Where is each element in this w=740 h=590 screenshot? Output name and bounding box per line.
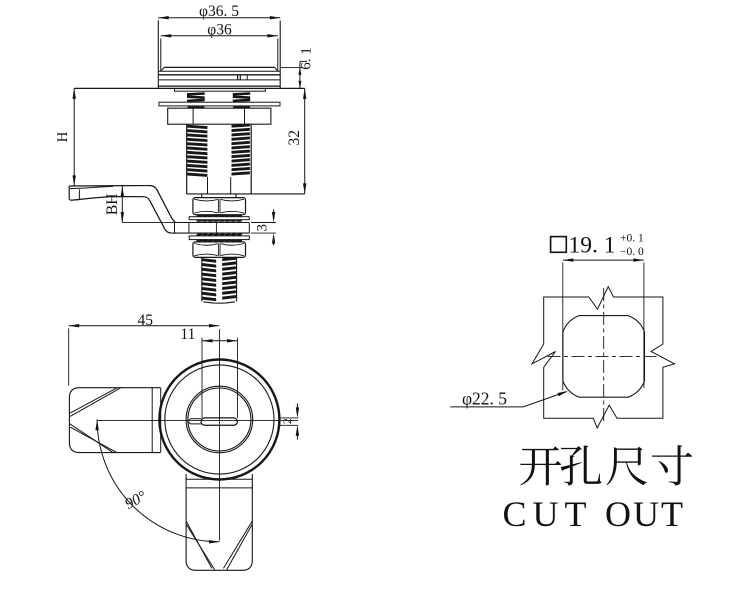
svg-text:BH: BH xyxy=(104,194,121,216)
svg-text:−0. 0: −0. 0 xyxy=(620,246,644,258)
svg-text:45: 45 xyxy=(138,312,154,329)
svg-text:φ36. 5: φ36. 5 xyxy=(199,3,239,20)
svg-text:H: H xyxy=(55,131,71,142)
svg-text:19. 1: 19. 1 xyxy=(569,233,616,259)
svg-text:φ36: φ36 xyxy=(207,21,232,38)
svg-text:+0. 1: +0. 1 xyxy=(620,233,644,245)
svg-text:11: 11 xyxy=(180,326,195,343)
svg-text:6. 1: 6. 1 xyxy=(298,47,314,70)
svg-text:2: 2 xyxy=(282,418,294,424)
svg-text:32: 32 xyxy=(286,130,303,146)
svg-text:3: 3 xyxy=(254,224,270,232)
svg-text:CUT: CUT xyxy=(503,494,593,534)
svg-text:OUT: OUT xyxy=(605,494,685,534)
svg-text:φ22. 5: φ22. 5 xyxy=(462,389,507,409)
